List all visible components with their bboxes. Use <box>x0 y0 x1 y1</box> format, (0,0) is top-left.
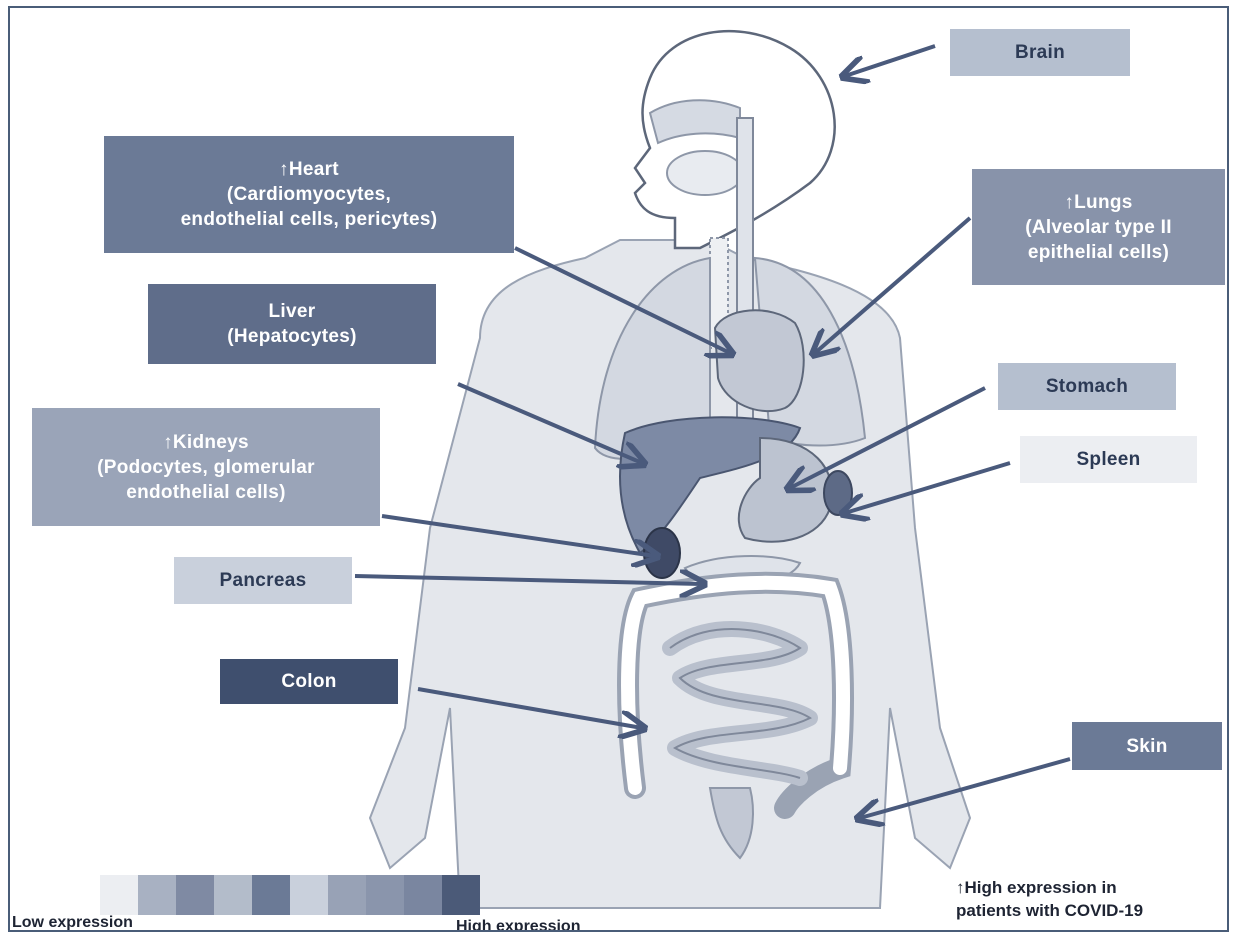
covid-note: ↑High expression in patients with COVID-… <box>956 876 1143 922</box>
legend-swatch <box>138 875 176 915</box>
legend-swatch <box>442 875 480 915</box>
label-spleen: Spleen <box>1020 436 1197 483</box>
legend-swatch <box>214 875 252 915</box>
label-kidneys: ↑Kidneys (Podocytes, glomerular endothel… <box>32 408 380 526</box>
legend-low-label: Low expression <box>12 914 133 932</box>
legend-swatch <box>100 875 138 915</box>
legend-swatch <box>366 875 404 915</box>
label-brain: Brain <box>950 29 1130 76</box>
covid-note-line2: patients with COVID-19 <box>956 899 1143 922</box>
arrow-brain <box>845 46 935 76</box>
legend-swatch <box>176 875 214 915</box>
label-stomach: Stomach <box>998 363 1176 410</box>
label-pancreas: Pancreas <box>174 557 352 604</box>
legend-high-label: High expression <box>456 918 580 932</box>
expression-scale <box>100 875 480 915</box>
legend-swatch <box>328 875 366 915</box>
label-heart: ↑Heart (Cardiomyocytes, endothelial cell… <box>104 136 514 253</box>
label-colon: Colon <box>220 659 398 704</box>
legend-swatch <box>404 875 442 915</box>
covid-note-line1: ↑High expression in <box>956 876 1143 899</box>
spleen <box>824 471 852 515</box>
label-lungs: ↑Lungs (Alveolar type II epithelial cell… <box>972 169 1225 285</box>
tongue <box>667 151 743 195</box>
label-liver: Liver (Hepatocytes) <box>148 284 436 364</box>
legend-swatch <box>290 875 328 915</box>
figure-frame: Brain ↑Heart (Cardiomyocytes, endothelia… <box>8 6 1229 932</box>
legend-swatch <box>252 875 290 915</box>
kidney <box>644 528 680 578</box>
label-skin: Skin <box>1072 722 1222 770</box>
heart <box>715 310 804 411</box>
